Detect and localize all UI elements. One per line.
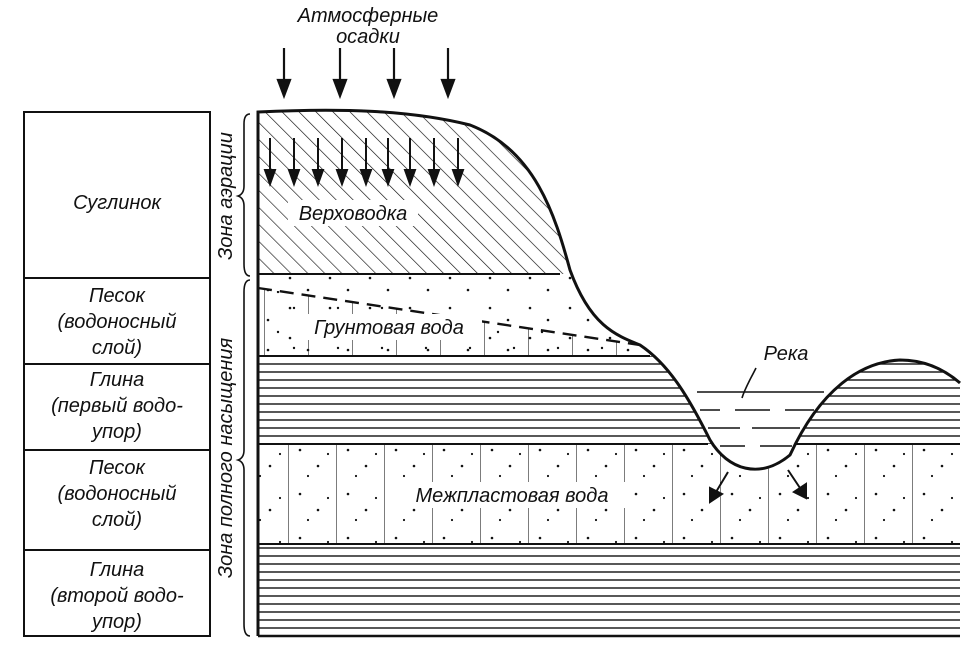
zone-label-saturation: Зона полного насыщения: [215, 338, 237, 579]
svg-text:(первый водо-: (первый водо-: [51, 395, 183, 417]
svg-text:упор): упор): [90, 611, 142, 633]
svg-text:(второй водо-: (второй водо-: [50, 585, 184, 607]
svg-text:Река: Река: [764, 343, 809, 365]
clay-aquitard-1: [258, 356, 960, 444]
stratum-label-sand-1: Песок (водоносный слой): [58, 285, 177, 359]
svg-text:Песок: Песок: [89, 457, 147, 479]
seepage-arrows: [709, 469, 807, 504]
title-line-1: Атмосферные: [297, 5, 439, 27]
river-surface-lines: [697, 391, 824, 447]
water-table-dashed: [257, 286, 641, 347]
stratum-label-loam: Суглинок: [73, 192, 162, 214]
svg-text:Песок: Песок: [89, 285, 147, 307]
ground-water-label: Грунтовая вода: [296, 314, 482, 340]
stratum-label-clay-1: Глина (первый водо- упор): [51, 369, 183, 443]
river-label: Река: [756, 340, 816, 366]
svg-text:(водоносный: (водоносный: [58, 311, 177, 333]
svg-text:Грунтовая вода: Грунтовая вода: [314, 317, 464, 339]
svg-text:Суглинок: Суглинок: [73, 192, 162, 214]
perched-water-label: Верховодка: [288, 200, 418, 226]
svg-text:Глина: Глина: [90, 559, 145, 581]
zone-braces: [235, 113, 251, 637]
cross-section-fills: [258, 110, 960, 636]
river-pointer: [741, 367, 757, 399]
strata-column: [23, 111, 211, 637]
zone-label-aeration: Зона аэрации: [215, 132, 237, 260]
stratum-label-clay-2: Глина (второй водо- упор): [50, 559, 184, 633]
svg-text:слой): слой): [92, 337, 142, 359]
svg-text:упор): упор): [90, 421, 142, 443]
infiltration-arrows: [263, 138, 465, 187]
svg-text:Глина: Глина: [90, 369, 145, 391]
precipitation-arrows: [276, 48, 456, 100]
svg-text:Межпластовая вода: Межпластовая вода: [416, 485, 609, 507]
loam-layer: [258, 110, 578, 274]
stratum-label-sand-2: Песок (водоносный слой): [58, 457, 177, 531]
layer-boundaries: [258, 273, 960, 545]
svg-text:(водоносный: (водоносный: [58, 483, 177, 505]
interlayer-water-label: Межпластовая вода: [392, 482, 632, 508]
svg-text:Верховодка: Верховодка: [299, 203, 408, 225]
svg-text:слой): слой): [92, 509, 142, 531]
ground-surface: [256, 108, 961, 636]
title-line-2: осадки: [336, 26, 400, 48]
clay-aquitard-2: [258, 544, 960, 636]
